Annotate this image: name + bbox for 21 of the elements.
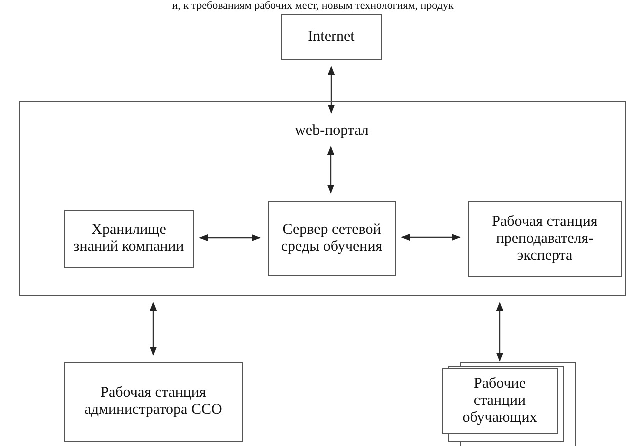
process-box [64, 210, 194, 268]
process-box [468, 201, 622, 277]
double-arrow [496, 302, 504, 362]
body-text: и, к требованиям рабочих мест, новым технологиям, продук [171, 0, 455, 12]
box-label: Рабочие станции обучающих [462, 376, 538, 426]
double-arrow [199, 234, 261, 242]
process-box [281, 14, 382, 60]
double-arrow [327, 146, 335, 194]
process-box [268, 201, 396, 276]
double-arrow [328, 66, 336, 114]
box-label: Сервер сетевой среды обучения [280, 222, 384, 256]
process-box [64, 362, 243, 442]
node-label: web-портал [271, 121, 393, 141]
box-label: Рабочая станция преподавателя-эксперта [491, 214, 599, 264]
box-label: Рабочая станция администратора ССО [84, 385, 224, 419]
double-arrow [150, 302, 158, 356]
system-boundary-box [19, 101, 626, 296]
box-label: Хранилище знаний компании [72, 222, 186, 256]
stacked-box [442, 368, 558, 434]
box-label: Internet [307, 28, 356, 46]
double-arrow [401, 234, 461, 242]
